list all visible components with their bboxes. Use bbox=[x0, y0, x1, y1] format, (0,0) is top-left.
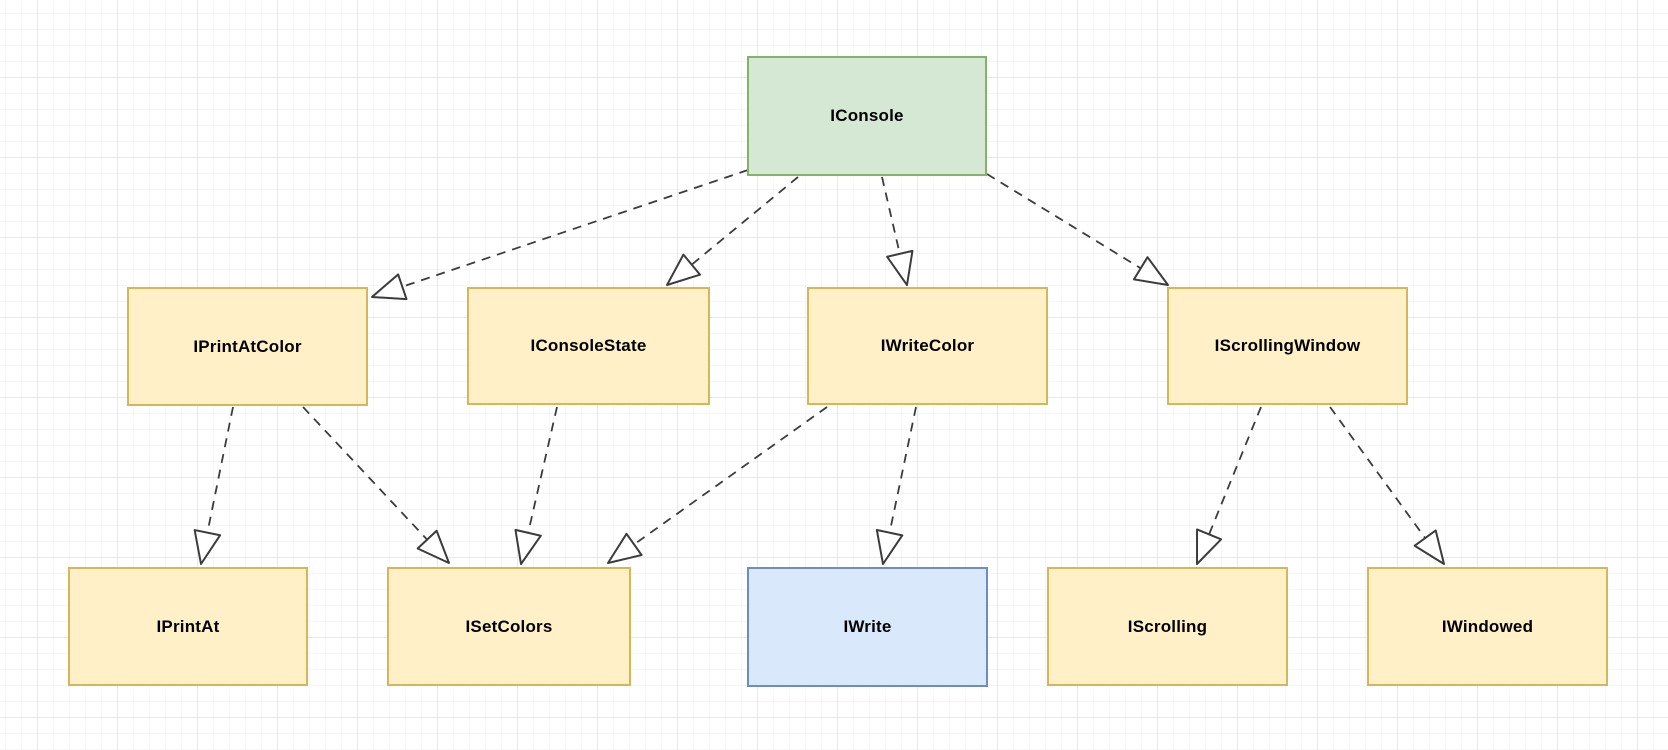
node-iscrolling[interactable]: IScrolling bbox=[1047, 567, 1288, 686]
node-label: IScrolling bbox=[1127, 616, 1208, 636]
node-isetcolors[interactable]: ISetColors bbox=[387, 567, 631, 686]
node-label: IPrintAt bbox=[156, 616, 220, 636]
edge-iconsolestate-isetcolors[interactable] bbox=[514, 406, 558, 565]
edge-iconsole-iconsolestate[interactable] bbox=[666, 176, 799, 286]
node-label: IWrite bbox=[843, 617, 892, 636]
edges-group bbox=[193, 169, 1445, 565]
node-label: IPrintAtColor bbox=[193, 336, 302, 356]
node-label: IScrollingWindow bbox=[1214, 336, 1361, 355]
node-iwritecolor[interactable]: IWriteColor bbox=[807, 287, 1048, 405]
edge-iprintatcolor-isetcolors[interactable] bbox=[302, 406, 450, 564]
edge-iconsole-iwritecolor[interactable] bbox=[881, 176, 914, 286]
edge-iprintatcolor-iprintat[interactable] bbox=[193, 406, 234, 565]
node-iconsolestate[interactable]: IConsoleState bbox=[467, 287, 710, 405]
node-iconsole[interactable]: IConsole bbox=[747, 56, 987, 176]
edge-iscrollingwindow-iwindowed[interactable] bbox=[1329, 406, 1445, 565]
edge-iscrollingwindow-iscrolling[interactable] bbox=[1196, 406, 1262, 565]
edge-iconsole-iprintatcolor[interactable] bbox=[371, 169, 749, 301]
node-label: IConsole bbox=[830, 106, 904, 125]
node-iwrite[interactable]: IWrite bbox=[747, 567, 988, 687]
node-iprintat[interactable]: IPrintAt bbox=[68, 567, 308, 686]
node-label: ISetColors bbox=[465, 616, 553, 636]
edge-iwritecolor-iwrite[interactable] bbox=[875, 406, 917, 565]
node-label: IWindowed bbox=[1441, 616, 1534, 636]
node-iwindowed[interactable]: IWindowed bbox=[1367, 567, 1608, 686]
node-label: IWriteColor bbox=[880, 336, 975, 355]
node-iscrollingwindow[interactable]: IScrollingWindow bbox=[1167, 287, 1408, 405]
edge-iwritecolor-isetcolors[interactable] bbox=[607, 406, 828, 564]
node-label: IConsoleState bbox=[530, 336, 647, 355]
node-iprintatcolor[interactable]: IPrintAtColor bbox=[127, 287, 368, 406]
edge-iconsole-iscrollingwindow[interactable] bbox=[986, 173, 1169, 286]
